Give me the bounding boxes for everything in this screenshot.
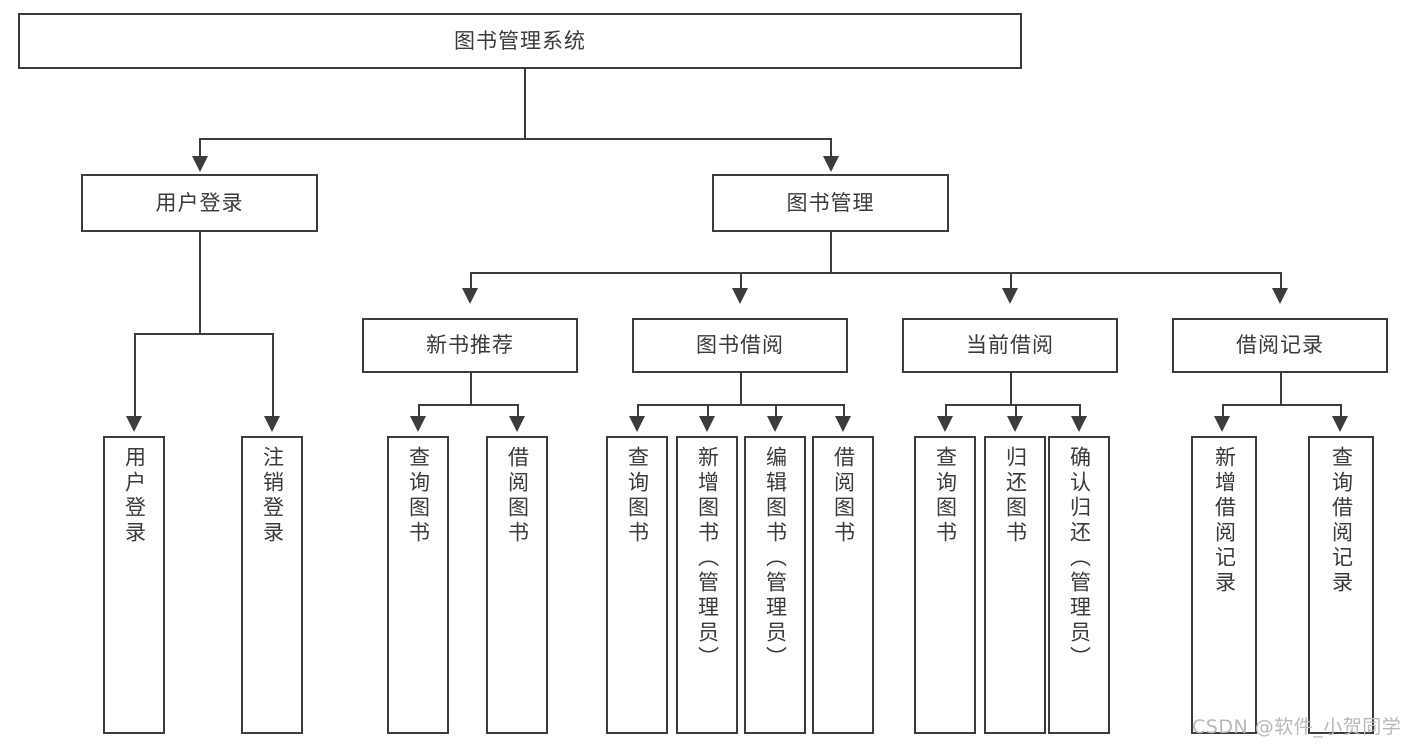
connector-bookborrow-to-leaf3 [775, 404, 777, 418]
arrow-borrowrecord-to-leaf1 [1214, 416, 1230, 432]
arrow-root-to-login [192, 156, 208, 172]
connector-borrowrecord-bar [1222, 404, 1341, 406]
leaf-confirm-return-admin[interactable]: 确认归还（管理员） [1048, 436, 1110, 734]
connector-bookborrow-to-leaf1 [637, 404, 639, 418]
connector-currentborrow-to-leaf1 [945, 404, 947, 418]
node-root-system[interactable]: 图书管理系统 [18, 13, 1022, 69]
node-label: 查询借阅记录 [1329, 446, 1354, 596]
leaf-add-borrow-record[interactable]: 新增借阅记录 [1191, 436, 1257, 734]
connector-root-stem [524, 69, 526, 139]
arrow-login-to-leaf2 [264, 416, 280, 432]
connector-newbook-to-leaf2 [517, 404, 519, 418]
leaf-logout[interactable]: 注销登录 [241, 436, 303, 734]
node-label: 新书推荐 [426, 333, 514, 357]
arrow-currentborrow-to-leaf2 [1007, 416, 1023, 432]
node-label: 用户登录 [155, 190, 244, 215]
leaf-query-book-recommend[interactable]: 查询图书 [387, 436, 449, 734]
arrow-newbook-to-leaf1 [410, 416, 426, 432]
node-label: 图书管理 [786, 190, 875, 215]
node-label: 归还图书 [1003, 446, 1028, 546]
connector-login-stem [199, 232, 201, 334]
connector-borrowrecord-to-leaf1 [1222, 404, 1224, 418]
arrow-bookmgmt-to-new [462, 288, 478, 304]
arrow-bookmgmt-to-current [1002, 288, 1018, 304]
connector-borrowrecord-to-leaf2 [1340, 404, 1342, 418]
node-label: 用户登录 [122, 446, 147, 546]
leaf-query-borrow-record[interactable]: 查询借阅记录 [1308, 436, 1374, 734]
leaf-edit-book-admin[interactable]: 编辑图书（管理员） [744, 436, 806, 734]
node-label: 确认归还（管理员） [1067, 446, 1092, 671]
connector-login-to-leaf1 [134, 333, 136, 418]
connector-bookmgmt-to-record [1280, 272, 1282, 290]
node-label: 图书借阅 [696, 333, 784, 357]
connector-login-to-leaf2 [272, 333, 274, 418]
csdn-watermark: CSDN @软件_小贺同学 [1192, 716, 1402, 738]
leaf-query-book-borrow[interactable]: 查询图书 [606, 436, 668, 734]
connector-bookmgmt-to-new [470, 272, 472, 290]
node-label: 图书管理系统 [454, 28, 586, 53]
node-new-book-recommend[interactable]: 新书推荐 [362, 318, 578, 373]
arrow-login-to-leaf1 [126, 416, 142, 432]
arrow-bookborrow-to-leaf3 [767, 416, 783, 432]
arrow-bookborrow-to-leaf4 [835, 416, 851, 432]
arrow-bookmgmt-to-record [1272, 288, 1288, 304]
connector-currentborrow-stem [1010, 373, 1012, 405]
connector-bookmgmt-stem [830, 232, 832, 274]
arrow-currentborrow-to-leaf1 [937, 416, 953, 432]
connector-newbook-stem [470, 373, 472, 405]
node-book-management[interactable]: 图书管理 [712, 174, 949, 232]
leaf-query-book-current[interactable]: 查询图书 [914, 436, 976, 734]
connector-currentborrow-to-leaf2 [1015, 404, 1017, 418]
connector-bookborrow-bar [637, 404, 843, 406]
connector-currentborrow-to-leaf3 [1079, 404, 1081, 418]
connector-bookmgmt-to-borrow [740, 272, 742, 290]
arrow-bookborrow-to-leaf2 [699, 416, 715, 432]
connector-newbook-bar [418, 404, 518, 406]
connector-newbook-to-leaf1 [418, 404, 420, 418]
arrow-bookborrow-to-leaf1 [629, 416, 645, 432]
arrow-root-to-bookmgmt [823, 156, 839, 172]
node-label: 当前借阅 [966, 333, 1054, 357]
node-current-borrow[interactable]: 当前借阅 [902, 318, 1118, 373]
leaf-user-login[interactable]: 用户登录 [103, 436, 165, 734]
node-label: 借阅图书 [505, 446, 530, 546]
leaf-add-book-admin[interactable]: 新增图书（管理员） [676, 436, 738, 734]
node-label: 新增图书（管理员） [695, 446, 720, 671]
arrow-borrowrecord-to-leaf2 [1332, 416, 1348, 432]
connector-root-to-bookmgmt [830, 138, 832, 158]
node-label: 查询图书 [625, 446, 650, 546]
node-borrow-record[interactable]: 借阅记录 [1172, 318, 1388, 373]
node-label: 注销登录 [260, 446, 285, 546]
node-label: 借阅记录 [1236, 333, 1324, 357]
node-label: 编辑图书（管理员） [763, 446, 788, 671]
connector-bookborrow-to-leaf2 [707, 404, 709, 418]
leaf-borrow-book-recommend[interactable]: 借阅图书 [486, 436, 548, 734]
arrow-bookmgmt-to-borrow [732, 288, 748, 304]
connector-bookborrow-stem [740, 373, 742, 405]
node-book-borrow[interactable]: 图书借阅 [632, 318, 848, 373]
connector-bookmgmt-bar [470, 272, 1280, 274]
connector-root-to-login [199, 138, 201, 158]
connector-borrowrecord-stem [1280, 373, 1282, 405]
connector-currentborrow-bar [945, 404, 1080, 406]
node-label: 新增借阅记录 [1212, 446, 1237, 596]
leaf-return-book[interactable]: 归还图书 [984, 436, 1046, 734]
connector-bookmgmt-to-current [1010, 272, 1012, 290]
arrow-newbook-to-leaf2 [509, 416, 525, 432]
node-label: 查询图书 [406, 446, 431, 546]
node-label: 借阅图书 [831, 446, 856, 546]
connector-login-bar [134, 333, 272, 335]
leaf-borrow-book[interactable]: 借阅图书 [812, 436, 874, 734]
node-label: 查询图书 [933, 446, 958, 546]
node-user-login[interactable]: 用户登录 [81, 174, 318, 232]
connector-bookborrow-to-leaf4 [843, 404, 845, 418]
connector-root-bar [199, 138, 831, 140]
arrow-currentborrow-to-leaf3 [1071, 416, 1087, 432]
